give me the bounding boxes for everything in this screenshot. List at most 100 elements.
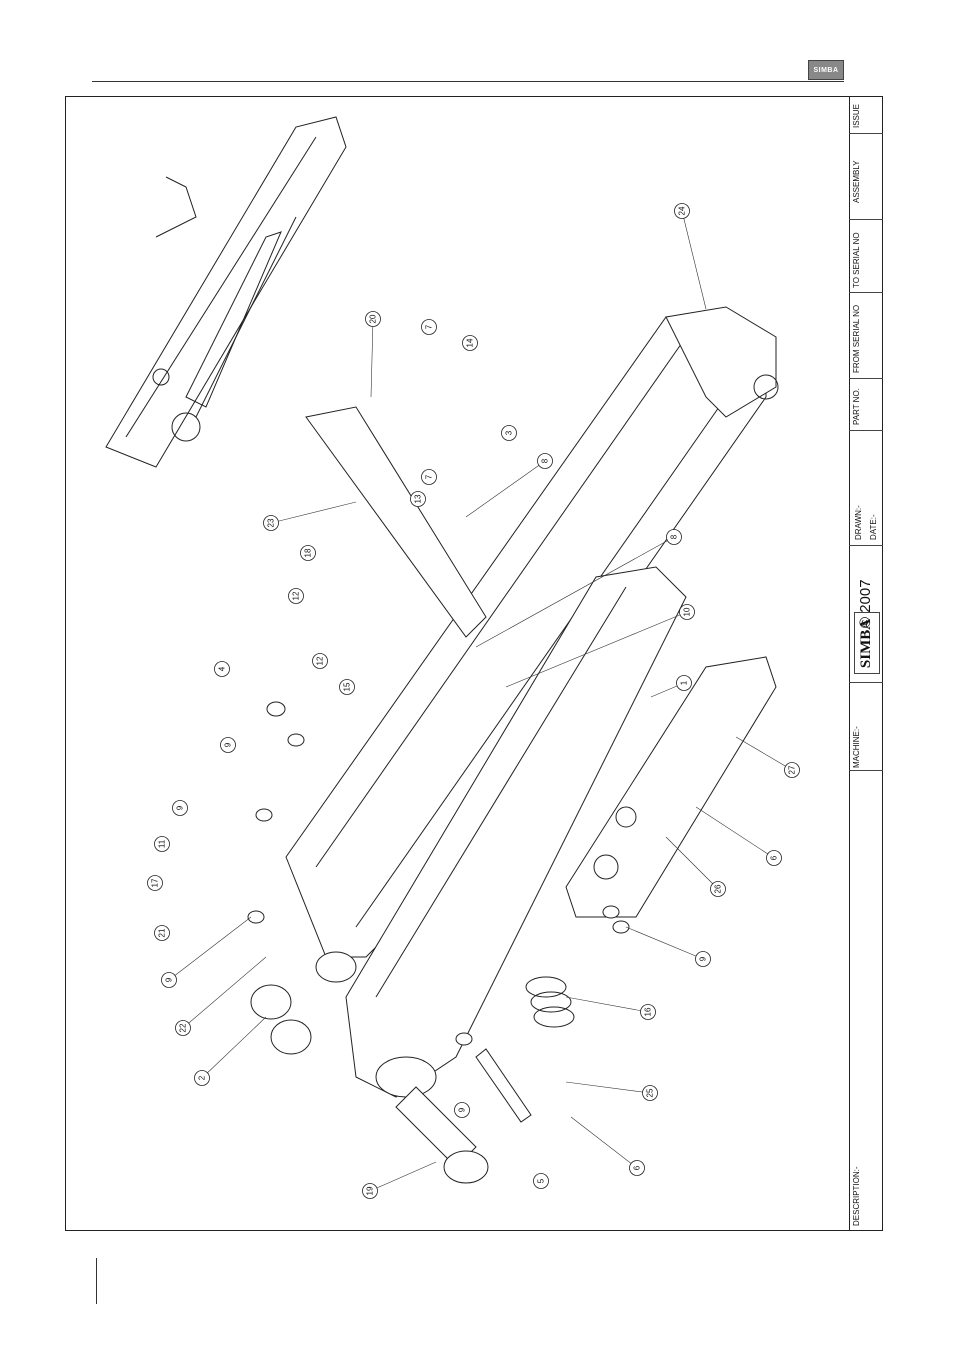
callout-label: 10 [683, 607, 692, 616]
callout-label: 15 [343, 682, 352, 691]
callout-11: 11 [155, 837, 170, 852]
tb-machine: MACHINE:- [852, 726, 861, 768]
tb-issue: ISSUE [852, 104, 861, 128]
callout-22: 22 [176, 1021, 191, 1036]
callout-label: 9 [176, 805, 185, 810]
callout-label: 17 [151, 878, 160, 887]
callout-label: 12 [292, 591, 301, 600]
pin-5 [476, 1049, 531, 1122]
margin-rule [96, 1258, 97, 1304]
callout-9: 9 [173, 801, 188, 816]
callout-1: 1 [677, 676, 692, 691]
callout-label: 8 [541, 458, 550, 463]
callout-24: 24 [675, 204, 690, 219]
callout-label: 11 [158, 839, 167, 848]
tb-divider [849, 219, 883, 220]
callout-5: 5 [534, 1174, 549, 1189]
callout-6: 6 [630, 1161, 645, 1176]
callout-label: 13 [414, 494, 423, 503]
callout-18: 18 [301, 546, 316, 561]
callout-label: 12 [316, 656, 325, 665]
callout-12: 12 [289, 589, 304, 604]
tb-date: DATE:- [869, 514, 878, 540]
callout-7: 7 [422, 470, 437, 485]
callout-label: 9 [458, 1107, 467, 1112]
callout-25: 25 [643, 1086, 658, 1101]
simba-logo-text: SIMBA [813, 67, 838, 74]
callout-label: 2 [198, 1075, 207, 1080]
callout-7: 7 [422, 320, 437, 335]
callout-27: 27 [785, 763, 800, 778]
callout-10: 10 [680, 605, 695, 620]
nuts-2 [251, 985, 311, 1054]
tb-divider [849, 133, 883, 134]
callout-label: 14 [466, 338, 475, 347]
tb-assembly: ASSEMBLY [852, 160, 861, 203]
callout-3: 3 [502, 426, 517, 441]
callout-9: 9 [696, 952, 711, 967]
callout-label: 7 [425, 324, 434, 329]
bracket-23 [306, 407, 486, 637]
callout-label: 21 [158, 928, 167, 937]
simba-logo: SIMBA [808, 60, 844, 80]
tb-part-no: PART NO. [852, 388, 861, 425]
callout-9: 9 [455, 1103, 470, 1118]
callout-label: 19 [366, 1186, 375, 1195]
callout-26: 26 [711, 882, 726, 897]
callout-label: 5 [537, 1178, 546, 1183]
callout-label: 27 [788, 765, 797, 774]
header-rule [92, 81, 844, 82]
callout-4: 4 [215, 662, 230, 677]
callout-label: 9 [224, 742, 233, 747]
tb-divider [849, 430, 883, 431]
callout-label: 25 [646, 1088, 655, 1097]
simba-brand-text: SIMBA [859, 618, 876, 667]
tb-divider [849, 770, 883, 771]
callout-label: 4 [218, 666, 227, 671]
callout-label: 9 [165, 977, 174, 982]
callout-16: 16 [641, 1005, 656, 1020]
pin-19 [396, 1087, 488, 1183]
callout-label: 22 [179, 1023, 188, 1032]
simba-brand-box: SIMBA [854, 612, 880, 674]
callout-2: 2 [195, 1071, 210, 1086]
callout-12: 12 [313, 654, 328, 669]
callout-label: 23 [267, 518, 276, 527]
callout-8: 8 [667, 530, 682, 545]
callout-13: 13 [411, 492, 426, 507]
tb-divider [849, 682, 883, 683]
callout-label: 16 [644, 1007, 653, 1016]
tb-divider [849, 292, 883, 293]
callout-23: 23 [264, 516, 279, 531]
callout-label: 3 [505, 430, 514, 435]
tb-from-serial: FROM SERIAL NO [852, 305, 861, 373]
callout-15: 15 [340, 680, 355, 695]
callout-label: 8 [670, 534, 679, 539]
callout-label: 7 [425, 474, 434, 479]
callout-label: 26 [714, 884, 723, 893]
tb-divider [849, 378, 883, 379]
callout-20: 20 [366, 312, 381, 327]
assembly-inset [106, 117, 346, 467]
callout-6: 6 [767, 851, 782, 866]
callout-17: 17 [148, 876, 163, 891]
tb-description: DESCRIPTION:- [852, 1166, 861, 1226]
callout-label: 20 [369, 314, 378, 323]
callout-8: 8 [538, 454, 553, 469]
springs-16 [526, 977, 574, 1027]
callout-9: 9 [221, 738, 236, 753]
callout-label: 6 [770, 855, 779, 860]
callout-label: 1 [680, 680, 689, 685]
tb-divider [849, 545, 883, 546]
callout-label: 18 [304, 548, 313, 557]
callout-19: 19 [363, 1184, 378, 1199]
callout-9: 9 [162, 973, 177, 988]
callout-14: 14 [463, 336, 478, 351]
callout-label: 6 [633, 1165, 642, 1170]
tb-to-serial: TO SERIAL NO [852, 232, 861, 288]
callout-label: 24 [678, 206, 687, 215]
tb-drawn: DRAWN:- [854, 505, 863, 540]
callout-21: 21 [155, 926, 170, 941]
callout-label: 9 [699, 956, 708, 961]
